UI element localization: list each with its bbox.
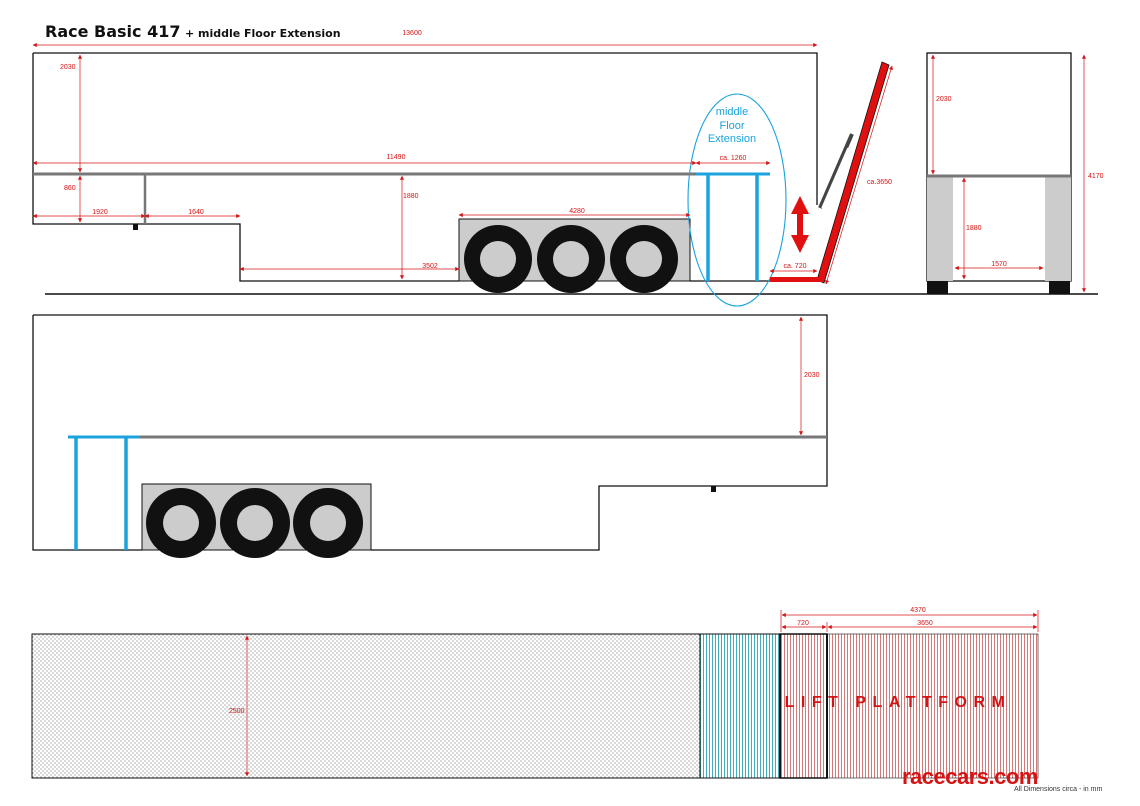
lift-plattform-label: LIFT PLATTFORM <box>785 694 1012 711</box>
dim-low-floor: 3502 <box>422 263 438 270</box>
dim-floor-height: 1880 <box>403 193 419 200</box>
side-view-dim-labels: 13600 2030 11490 ca. 1260 860 1920 1640 … <box>60 30 892 270</box>
wheel-hub <box>310 505 346 541</box>
rear-view-dim-labels: 2030 4170 1880 1570 <box>936 96 1104 268</box>
side-view-dimensions <box>32 42 893 285</box>
dim-gooseneck-height: 860 <box>64 185 76 192</box>
plan-floor-area <box>31 633 701 779</box>
rear-wheel-left <box>927 281 948 294</box>
rear-pillar-right <box>1045 176 1071 281</box>
lower-wheel-group <box>146 488 363 558</box>
plan-view-dimensions <box>244 610 1039 777</box>
plan-lift-main <box>826 633 1039 779</box>
plan-lift-front <box>779 633 828 779</box>
dim-height-upper: 2030 <box>60 64 76 71</box>
dim-platform-depth: ca. 720 <box>784 263 807 270</box>
trailer-body-outline <box>32 52 818 282</box>
plan-dim-lift-total: 4370 <box>910 607 926 614</box>
plan-view-dim-labels: 2500 4370 720 3650 <box>229 607 933 715</box>
side-view: middle Floor Extension <box>32 30 1098 307</box>
page-title: Race Basic 417 + middle Floor Extension <box>45 22 341 42</box>
dimensions-footnote: All Dimensions circa - in mm <box>1014 786 1103 793</box>
wheel-hub <box>163 505 199 541</box>
wheel-hub <box>626 241 662 277</box>
extension-label-1: middle <box>716 106 748 118</box>
watermark-right: .com <box>988 764 1039 789</box>
rear-dim-inner-width: 1570 <box>991 261 1007 268</box>
rear-dim-floor-height: 1880 <box>966 225 982 232</box>
plan-dim-lift-front: 720 <box>797 620 809 627</box>
lower-kingpin <box>711 486 716 492</box>
rear-view: 2030 4170 1880 1570 <box>926 52 1104 294</box>
extension-highlight-ellipse <box>687 93 787 307</box>
dim-extension-width: ca. 1260 <box>720 155 747 162</box>
wheel-group <box>464 225 678 293</box>
wheel-hub <box>480 241 516 277</box>
title-sub: + middle Floor Extension <box>184 27 341 40</box>
extension-label-3: Extension <box>708 133 756 145</box>
wheel-hub <box>553 241 589 277</box>
rear-pillar-left <box>927 176 953 281</box>
dim-step-section: 1640 <box>188 209 204 216</box>
dim-ramp-length: ca.3650 <box>867 179 892 186</box>
dim-total-length: 13600 <box>402 30 422 37</box>
dim-upper-deck-length: 11490 <box>387 154 406 161</box>
kingpin <box>133 224 138 230</box>
title-main: Race Basic 417 <box>45 22 181 41</box>
plan-dim-lift-main: 3650 <box>917 620 933 627</box>
rear-dim-total-height: 4170 <box>1088 173 1104 180</box>
extension-label-2: Floor <box>719 120 744 132</box>
floor-extension <box>696 172 770 281</box>
dim-axle-group: 4280 <box>569 208 585 215</box>
plan-view: LIFT PLATTFORM 2500 4370 720 3650 <box>31 607 1039 779</box>
plan-dim-width: 2500 <box>229 708 245 715</box>
lift-platform-floor <box>770 277 824 282</box>
lower-dim-height-upper: 2030 <box>804 372 820 379</box>
rear-body-outline <box>926 52 1072 282</box>
watermark-left: racecars <box>902 764 989 789</box>
wheel-hub <box>237 505 273 541</box>
plan-extension-area <box>699 633 781 779</box>
rear-dim-height-upper: 2030 <box>936 96 952 103</box>
lower-side-view: 2030 <box>32 314 828 558</box>
rear-view-dimensions <box>930 54 1087 293</box>
rear-wheel-right <box>1049 281 1070 294</box>
dim-front-section: 1920 <box>92 209 108 216</box>
lower-floor-extension <box>68 435 140 550</box>
watermark-logo: racecars.com <box>902 764 1038 790</box>
lift-ramp <box>770 61 890 284</box>
